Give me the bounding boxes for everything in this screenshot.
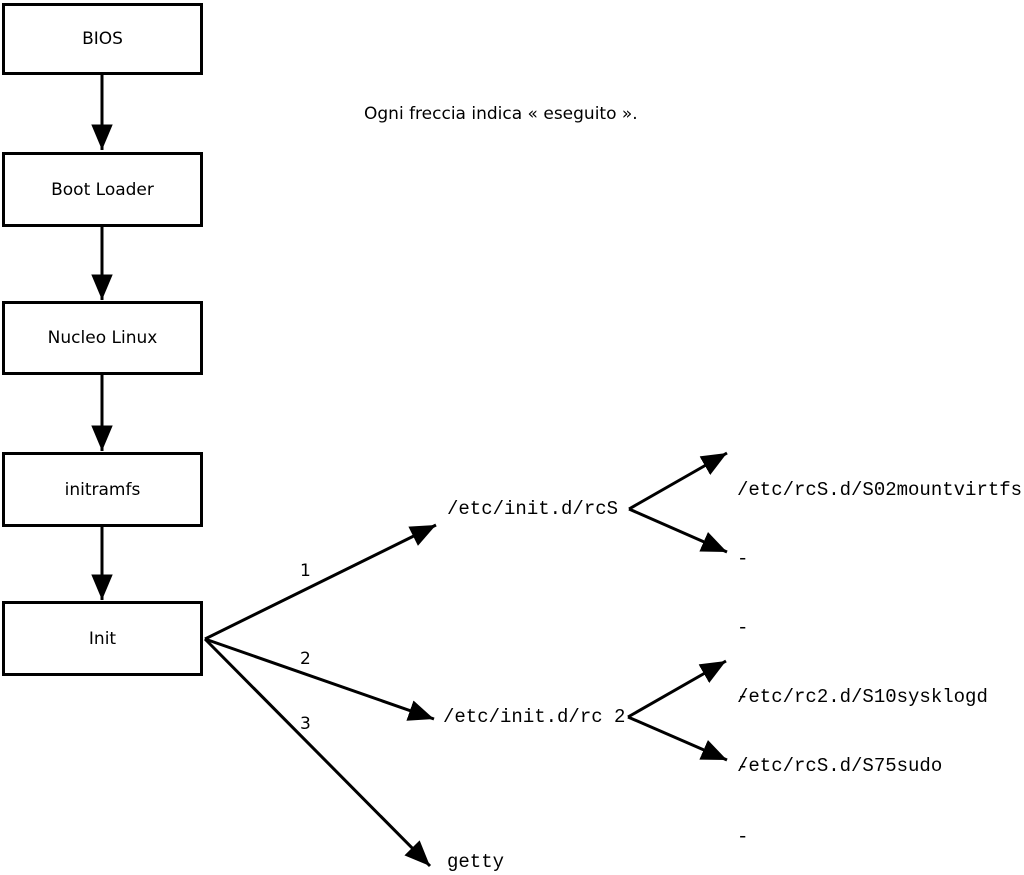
- arrow-init-to-getty: [203, 637, 432, 868]
- box-initramfs: initramfs: [2, 452, 203, 527]
- fan-label-1: 1: [300, 561, 311, 581]
- rcs-child-ellipsis: -: [737, 617, 749, 639]
- box-bios: BIOS: [2, 3, 203, 75]
- box-boot-loader: Boot Loader: [2, 152, 203, 227]
- script-rc2: /etc/init.d/rc 2: [443, 706, 626, 728]
- fan-label-3: 3: [300, 714, 311, 734]
- rc2-child-ellipsis: -: [737, 756, 749, 778]
- rcs-child-ellipsis: -: [737, 548, 749, 570]
- rc2-script-list: /etc/rc2.d/S10sysklogd - - - /etc/rc2.d/…: [737, 640, 988, 875]
- box-bios-label: BIOS: [82, 29, 123, 49]
- rcs-script-list: /etc/rcS.d/S02mountvirtfs - - - /etc/rcS…: [737, 434, 1022, 823]
- box-init-label: Init: [88, 628, 117, 649]
- script-getty: getty: [447, 851, 505, 873]
- arrow-init-to-rcs: [204, 523, 437, 641]
- box-nucleo-linux: Nucleo Linux: [2, 301, 203, 375]
- box-boot-loader-label: Boot Loader: [51, 179, 154, 200]
- box-nucleo-linux-label: Nucleo Linux: [47, 328, 158, 348]
- rc2-child-first: /etc/rc2.d/S10sysklogd: [737, 686, 988, 708]
- arrow-rc2-to-last-script: [627, 715, 728, 762]
- arrow-rcs-to-first-script: [628, 451, 728, 511]
- arrow-init-to-rc2: [204, 637, 435, 721]
- legend-caption: Ogni freccia indica « eseguito ».: [364, 104, 638, 124]
- box-initramfs-label: initramfs: [64, 479, 141, 500]
- script-rcs: /etc/init.d/rcS: [447, 498, 619, 520]
- fan-label-2: 2: [300, 649, 311, 669]
- arrow-rc2-to-first-script: [627, 659, 727, 719]
- rcs-child-first: /etc/rcS.d/S02mountvirtfs: [737, 479, 1023, 501]
- rcs-child-ellipsis: -: [737, 686, 749, 708]
- rc2-child-ellipsis: -: [737, 826, 749, 848]
- rcs-child-last: /etc/rcS.d/S75sudo: [737, 755, 943, 777]
- box-init: Init: [2, 601, 203, 676]
- arrow-rcs-to-last-script: [628, 507, 728, 554]
